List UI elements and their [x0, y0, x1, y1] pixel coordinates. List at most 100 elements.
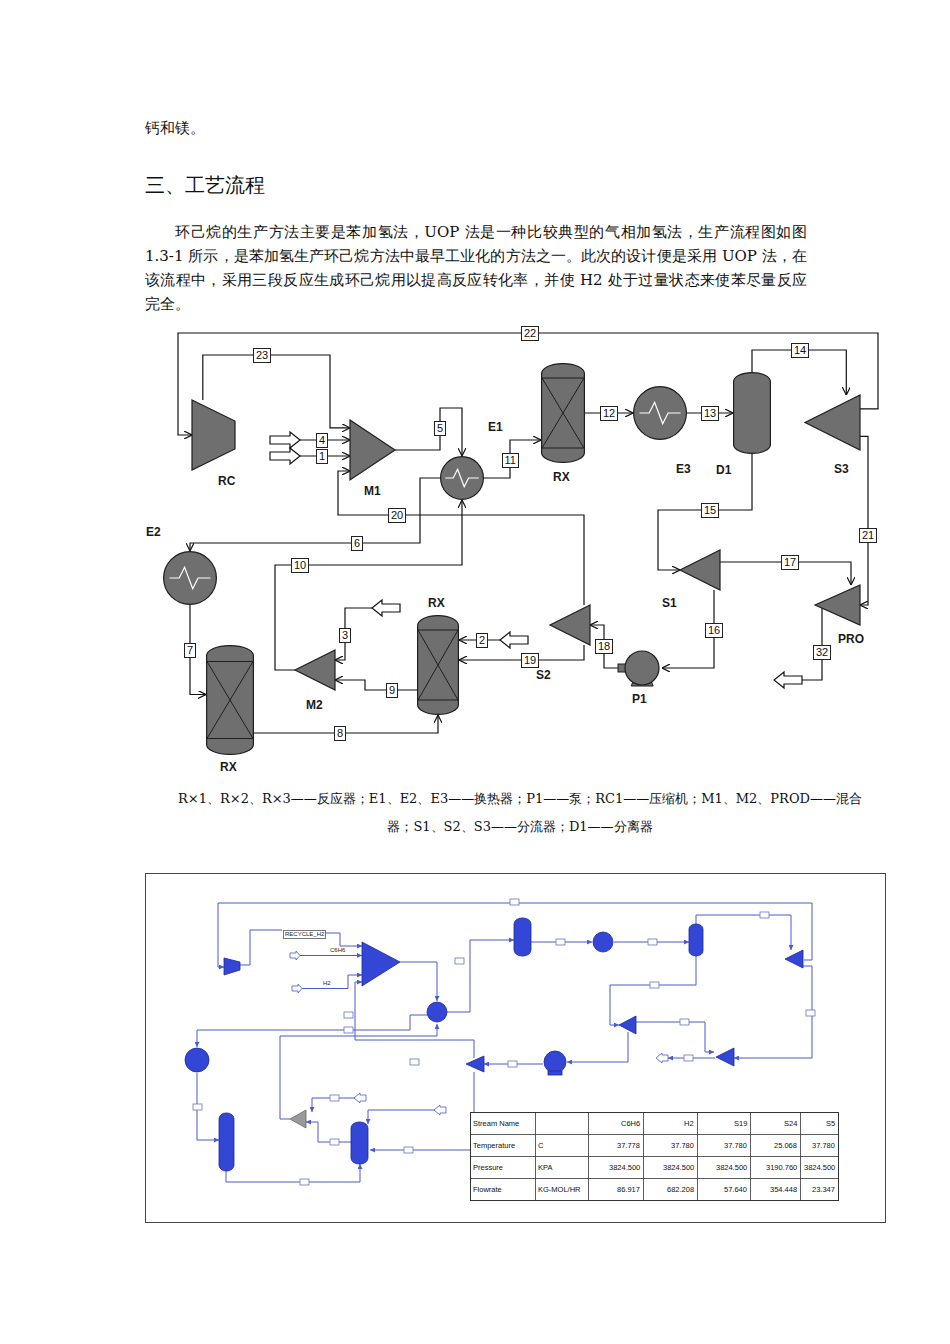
- stream-line: [658, 454, 752, 570]
- reactor-bed-line: [418, 630, 458, 631]
- table-cell: 37.778: [617, 1141, 640, 1150]
- reactor-bed-line: [542, 378, 584, 379]
- stream-line: [590, 625, 618, 668]
- reactor-bed-line: [418, 700, 458, 701]
- table-cell: C6H6: [621, 1119, 640, 1128]
- equipment-label: RX: [428, 596, 445, 610]
- equipment-shape: [805, 395, 860, 450]
- table-cell: Temperature: [473, 1141, 515, 1150]
- equipment-node: RX: [541, 363, 585, 463]
- splitter-symbol: [815, 585, 860, 625]
- table-cell: Pressure: [473, 1163, 503, 1172]
- reactor-symbol: [219, 1113, 234, 1171]
- mixer-symbol: [350, 420, 395, 480]
- stream-number: 3: [339, 628, 351, 643]
- table-cell: S19: [734, 1119, 747, 1128]
- body-text: 钙和镁。: [145, 118, 205, 138]
- reactor-bed-line: [542, 378, 584, 448]
- equipment-node: M2: [295, 650, 335, 690]
- reactor-bed-line: [207, 662, 253, 739]
- stream-number: 13: [701, 406, 719, 421]
- table-cell: 25.068: [774, 1141, 797, 1150]
- stream-tag: RECYCLE_H2: [283, 930, 326, 939]
- equipment-node: E3: [633, 386, 687, 440]
- feed-arrow: [270, 448, 300, 464]
- splitter-symbol: [716, 1048, 734, 1066]
- table-cell: 3824.500: [609, 1163, 640, 1172]
- equipment-shape: [633, 386, 687, 440]
- mixer-symbol: [362, 942, 400, 986]
- splitter-symbol: [619, 1016, 636, 1034]
- feed-arrow: [270, 432, 300, 448]
- table-cell: 37.780: [724, 1141, 747, 1150]
- equipment-node: RC: [192, 400, 235, 470]
- table-cell: S24: [784, 1119, 797, 1128]
- stream-line: [335, 680, 417, 690]
- table-cell: 3190.760: [766, 1163, 797, 1172]
- equipment-node: E2: [163, 551, 217, 605]
- reactor-bed-line: [207, 661, 253, 662]
- stream-number: 9: [386, 683, 398, 698]
- stream-number: 6: [351, 536, 363, 551]
- stream-number: 4: [316, 433, 328, 448]
- stream-number: 15: [701, 503, 719, 518]
- table-cell: 37.780: [671, 1141, 694, 1150]
- reactor-bed-line: [207, 662, 253, 739]
- figure-caption: R×1、R×2、R×3——反应器；E1、E2、E3——换热器；P1——泵；RC1…: [170, 785, 870, 841]
- feed-arrow: [500, 632, 528, 648]
- pump-symbol: [544, 1051, 566, 1073]
- equipment-shape: [618, 650, 662, 686]
- reactor-bed-line: [418, 630, 458, 700]
- stream-number: 19: [521, 653, 539, 668]
- equipment-label: P1: [632, 692, 647, 706]
- table-cell: 682.208: [667, 1185, 694, 1194]
- stream-line: [190, 478, 440, 551]
- reactor-bed-line: [418, 630, 458, 700]
- equipment-label: S2: [536, 668, 551, 682]
- splitter-symbol: [550, 605, 590, 645]
- equipment-shape: [417, 615, 459, 715]
- stream-number: 12: [600, 406, 618, 421]
- equipment-node: S3: [805, 395, 860, 450]
- reactor-symbol: [514, 918, 531, 956]
- mixer-symbol: [290, 1110, 306, 1128]
- equipment-label: RC: [218, 474, 235, 488]
- section-heading: 三、工艺流程: [145, 172, 265, 198]
- pump-base: [548, 1071, 562, 1075]
- reactor-symbol: [351, 1122, 368, 1164]
- stream-line: [178, 333, 878, 435]
- reactor-symbol: [207, 646, 254, 755]
- body-paragraph: 环己烷的生产方法主要是苯加氢法，UOP 法是一种比较典型的气相加氢法，生产流程图…: [145, 220, 807, 316]
- stream-number: 21: [859, 528, 877, 543]
- stream-number: 2: [476, 633, 488, 648]
- table-cell: Stream Name: [473, 1119, 519, 1128]
- stream-number: 11: [502, 453, 519, 468]
- stream-number: 7: [184, 643, 196, 658]
- equipment-node: S2: [550, 605, 590, 645]
- separator-symbol: [734, 373, 771, 454]
- compressor-symbol: [192, 400, 235, 470]
- equipment-label: S1: [662, 596, 677, 610]
- figure-frame: [146, 874, 886, 1223]
- feed-arrow: [372, 600, 400, 616]
- exchanger-coil: [639, 402, 680, 424]
- table-cell: S5: [826, 1119, 835, 1128]
- table-cell: 3824.500: [663, 1163, 694, 1172]
- equipment-label: PRO: [838, 632, 864, 646]
- equipment-node: S1: [680, 550, 720, 590]
- exchanger-symbol: [593, 932, 613, 952]
- table-cell: KPA: [538, 1163, 552, 1172]
- stream-line: [860, 436, 868, 605]
- stream-number: 8: [334, 726, 346, 741]
- table-cell: 3824.500: [716, 1163, 747, 1172]
- equipment-shape: [206, 645, 254, 755]
- stream-number: 10: [291, 558, 309, 573]
- splitter-symbol: [680, 550, 720, 590]
- exchanger-symbol: [427, 1002, 447, 1022]
- exchanger-symbol: [634, 387, 687, 440]
- flash-drum-symbol: [689, 924, 703, 956]
- reactor-bed-line: [542, 448, 584, 449]
- splitter-symbol: [466, 1056, 484, 1072]
- splitter-symbol: [295, 650, 335, 690]
